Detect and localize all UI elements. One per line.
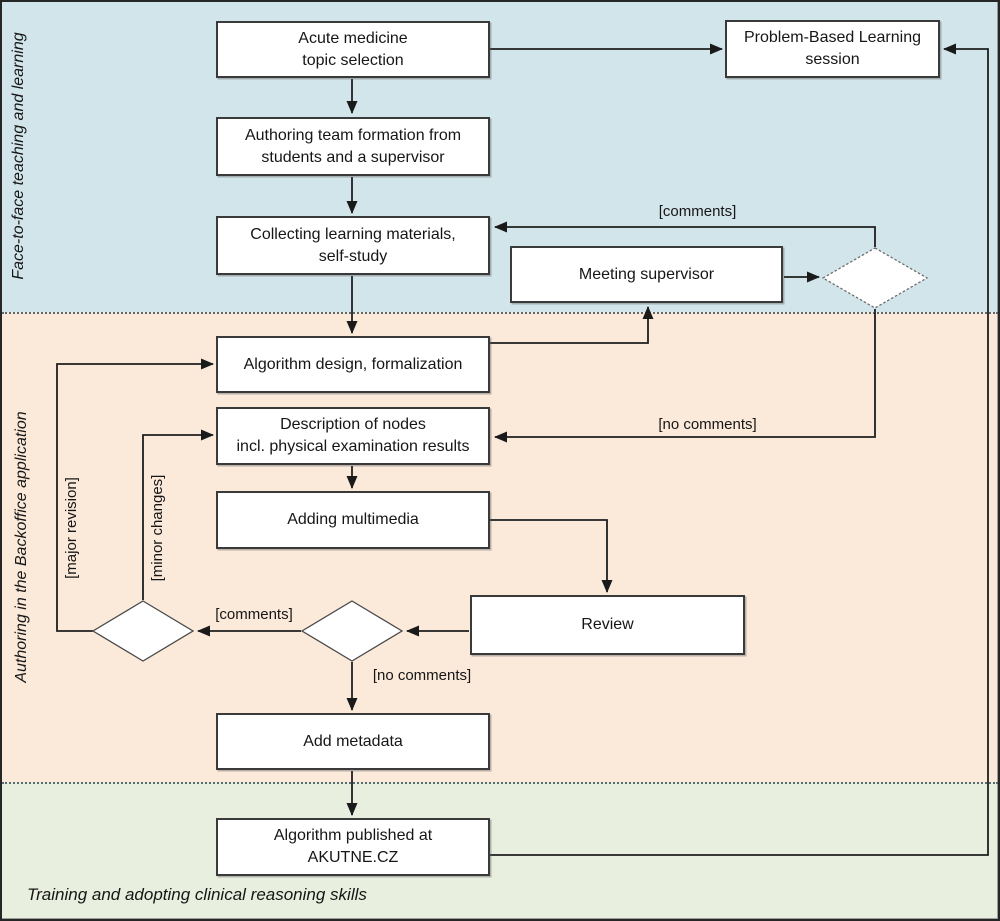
edge-nocomments-to-description bbox=[494, 309, 876, 443]
edge-label-major-revision: [major revision] bbox=[63, 477, 80, 579]
node-add-metadata: Add metadata bbox=[216, 713, 490, 770]
lane-backoffice bbox=[2, 312, 998, 782]
lane-training bbox=[2, 782, 998, 919]
edge-multimedia-to-review bbox=[490, 519, 613, 593]
edge-comments-to-collecting bbox=[494, 221, 876, 247]
edge-label-minor-changes: [minor changes] bbox=[149, 474, 166, 582]
node-description-of-nodes: Description of nodes incl. physical exam… bbox=[216, 407, 490, 465]
node-adding-multimedia: Adding multimedia bbox=[216, 491, 490, 549]
edge-major-to-design bbox=[56, 358, 214, 632]
node-meeting-supervisor: Meeting supervisor bbox=[510, 246, 783, 303]
edge-label-no-comments-mid: [no comments] bbox=[372, 667, 472, 684]
node-acute-medicine-topic-selection: Acute medicine topic selection bbox=[216, 21, 490, 78]
edge-design-to-meeting bbox=[490, 306, 654, 344]
edge-label-comments-top: [comments] bbox=[658, 203, 737, 220]
node-authoring-team-formation: Authoring team formation from students a… bbox=[216, 117, 490, 176]
edge-published-to-pbl bbox=[490, 43, 989, 856]
node-algorithm-design: Algorithm design, formalization bbox=[216, 336, 490, 393]
lane-label-backoffice: Authoring in the Backoffice application bbox=[13, 411, 30, 683]
node-collecting-learning-materials: Collecting learning materials, self-stud… bbox=[216, 216, 490, 275]
edge-label-comments-mid: [comments] bbox=[215, 606, 293, 623]
lane-label-face-to-face: Face-to-face teaching and learning bbox=[10, 32, 27, 280]
node-review: Review bbox=[470, 595, 745, 655]
decision-supervisor-diamond bbox=[821, 247, 929, 309]
decision-review-diamond bbox=[300, 600, 404, 662]
node-problem-based-learning-session: Problem-Based Learning session bbox=[725, 20, 940, 78]
node-algorithm-published: Algorithm published at AKUTNE.CZ bbox=[216, 818, 490, 876]
decision-revision-diamond bbox=[91, 600, 195, 662]
edge-minor-to-description bbox=[142, 429, 214, 600]
edge-label-no-comments-right: [no comments] bbox=[658, 416, 757, 433]
lane-label-training: Training and adopting clinical reasoning… bbox=[27, 885, 367, 904]
